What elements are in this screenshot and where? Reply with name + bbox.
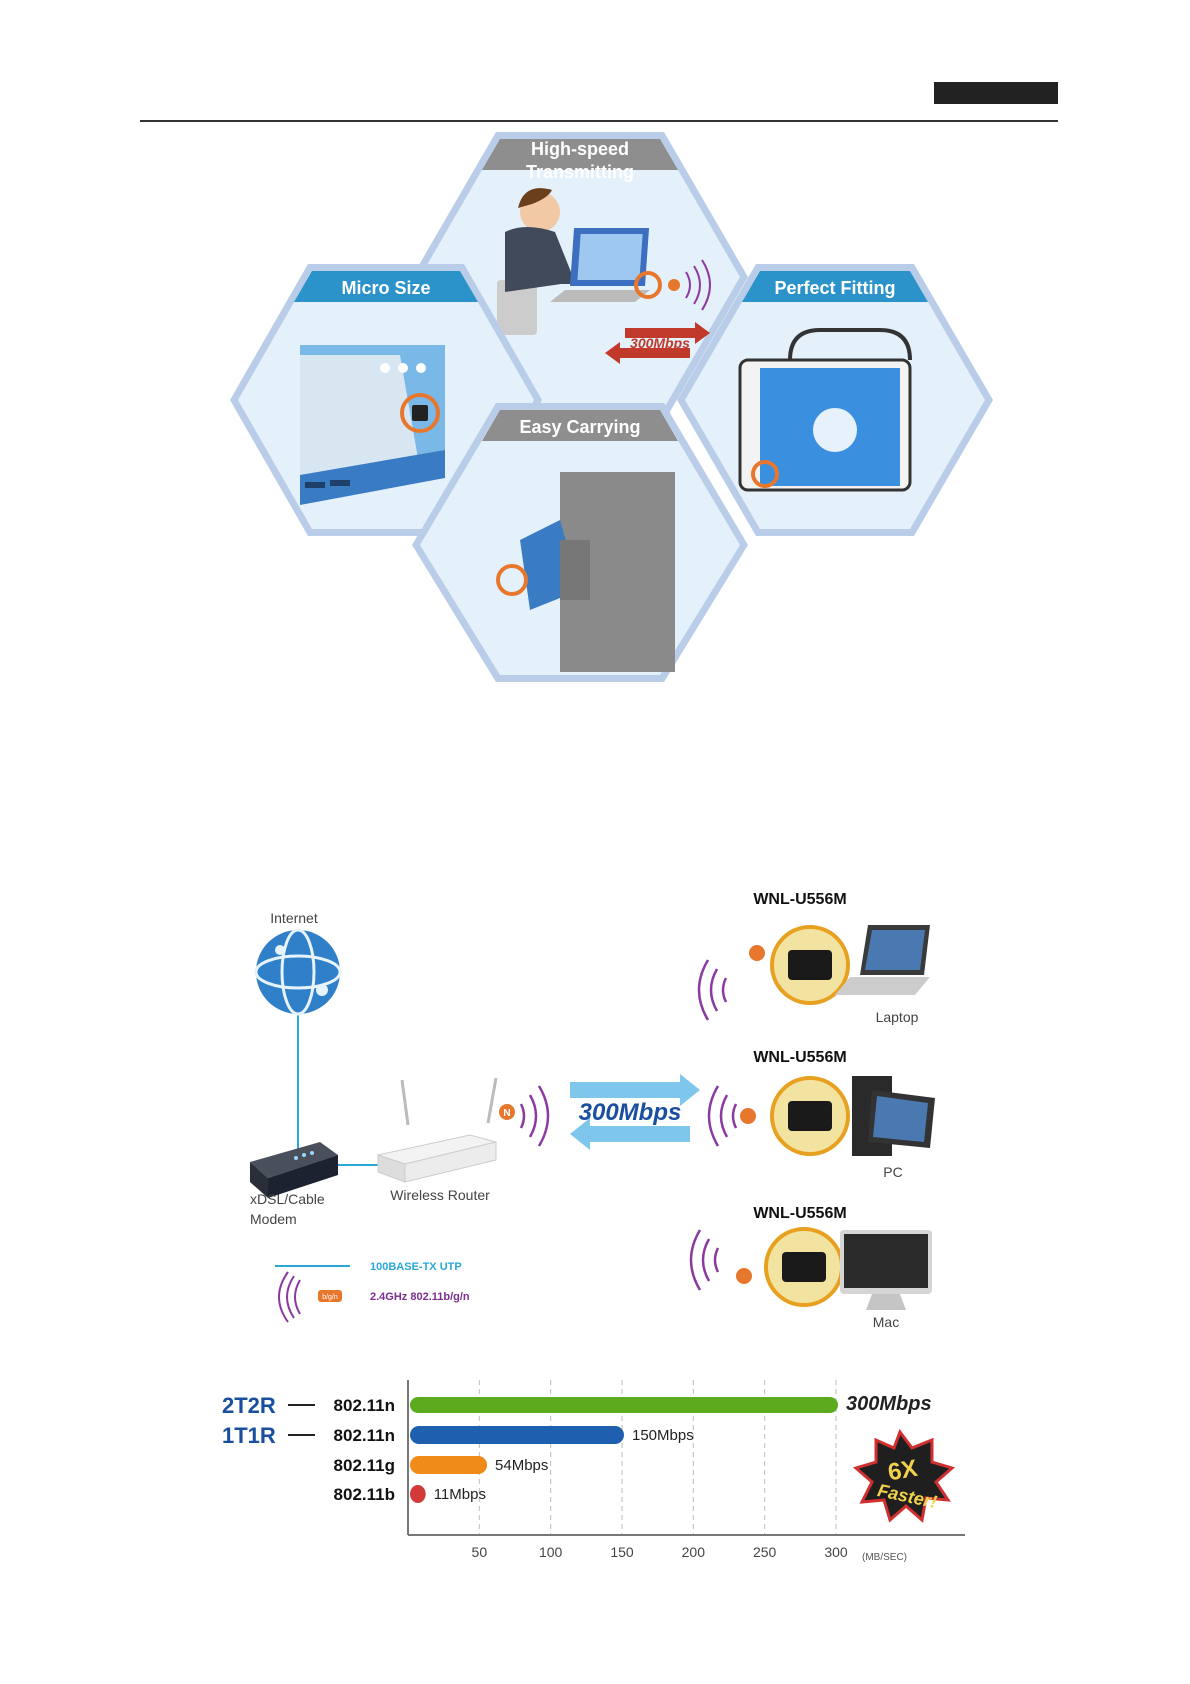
- chart-category-label: 802.11b: [334, 1485, 395, 1504]
- chart-unit-label: (MB/SEC): [862, 1552, 907, 1563]
- client-3-model: WNL-U556M: [753, 1205, 846, 1222]
- chart-tick-label: 150: [610, 1544, 634, 1560]
- chart-grid: [478, 1380, 837, 1535]
- high-speed-title-1: High-speed: [531, 139, 629, 159]
- chart-value-label: 11Mbps: [434, 1486, 486, 1503]
- badge-line-1: 6X: [886, 1455, 920, 1487]
- chart-tick-labels: 50 100 150 200 250 300: [472, 1544, 848, 1560]
- speed-arrows: [570, 1074, 700, 1150]
- modem-icon: [250, 1142, 338, 1198]
- person-at-laptop-illustration: [497, 188, 650, 335]
- six-x-faster-badge: 6X Faster!: [852, 1428, 956, 1523]
- chart-bar: [410, 1456, 488, 1474]
- router-n-badge: N: [503, 1108, 510, 1119]
- laptop-corner-illustration: [300, 345, 445, 505]
- chart-bars: 300Mbps 150Mbps 54Mbps 11Mbps: [410, 1393, 932, 1503]
- chart-row-labels: 802.11n 2T2R 802.11n 1T1R 802.11g 802.11b: [222, 1393, 395, 1504]
- network-diagram: Internet xDSL/Cable Modem Wireless Route…: [250, 891, 935, 1330]
- internet-globe-icon: [254, 928, 342, 1016]
- chart-value-label: 150Mbps: [632, 1427, 694, 1444]
- client-1-model: WNL-U556M: [753, 891, 846, 908]
- person-carrying-laptop-illustration: [520, 472, 675, 672]
- high-speed-badge: 300Mbps: [630, 335, 690, 351]
- header-rule: [140, 120, 1058, 122]
- chart-category-label: 802.11n: [334, 1396, 395, 1415]
- chart-category-label: 802.11g: [334, 1456, 395, 1475]
- header-tab: [934, 82, 1058, 104]
- pc-icon: [852, 1076, 935, 1156]
- high-speed-title-2: Transmitting: [526, 162, 634, 182]
- client-1-device: Laptop: [876, 1009, 919, 1025]
- mac-icon: [840, 1230, 932, 1310]
- chart-value-label: 300Mbps: [846, 1393, 932, 1415]
- client-2-model: WNL-U556M: [753, 1049, 846, 1066]
- chart-tick-label: 300: [824, 1544, 848, 1560]
- legend-wireless-label: 2.4GHz 802.11b/g/n: [370, 1291, 470, 1303]
- chart-bar: [410, 1485, 426, 1503]
- chart-value-label: 54Mbps: [495, 1457, 548, 1474]
- laptop-wave-icon: [697, 959, 728, 1021]
- chart-group-label: 2T2R: [222, 1393, 276, 1418]
- network-speed-label: 300Mbps: [579, 1099, 682, 1126]
- chart-tick-label: 250: [753, 1544, 777, 1560]
- legend-wireless-badge: b/g/n: [322, 1294, 338, 1301]
- wireless-router-icon: [376, 1077, 498, 1183]
- client-2-device: PC: [883, 1164, 902, 1180]
- internet-label: Internet: [270, 910, 318, 926]
- laptop-icon: [835, 925, 930, 995]
- chart-category-label: 802.11n: [334, 1426, 395, 1445]
- easy-carrying-title: Easy Carrying: [519, 417, 640, 437]
- hex-easy-carrying: Easy Carrying: [412, 403, 748, 682]
- legend-wired-label: 100BASE-TX UTP: [370, 1261, 462, 1273]
- hex-perfect-fitting: Perfect Fitting: [677, 264, 993, 536]
- feature-hexagon-graphic: High-speed Transmitting 300Mbps Micro Si…: [230, 132, 993, 682]
- chart-tick-label: 100: [539, 1544, 563, 1560]
- chart-group-label: 1T1R: [222, 1423, 276, 1448]
- laptop-bag-illustration: [738, 328, 912, 492]
- client-wave-icon: [707, 1085, 738, 1147]
- micro-size-title: Micro Size: [341, 278, 430, 298]
- chart-bar: [410, 1426, 624, 1444]
- router-wave-icon: [519, 1085, 550, 1147]
- router-label: Wireless Router: [390, 1187, 490, 1203]
- mac-wave-icon: [689, 1229, 720, 1291]
- chart-tick-label: 200: [682, 1544, 706, 1560]
- perfect-fitting-title: Perfect Fitting: [774, 278, 895, 298]
- chart-tick-label: 50: [472, 1544, 488, 1560]
- modem-label-2: Modem: [250, 1211, 297, 1227]
- chart-bar: [410, 1397, 838, 1413]
- client-3-device: Mac: [873, 1314, 899, 1330]
- modem-label-1: xDSL/Cable: [250, 1191, 325, 1207]
- legend-wireless-swatch: [278, 1271, 301, 1323]
